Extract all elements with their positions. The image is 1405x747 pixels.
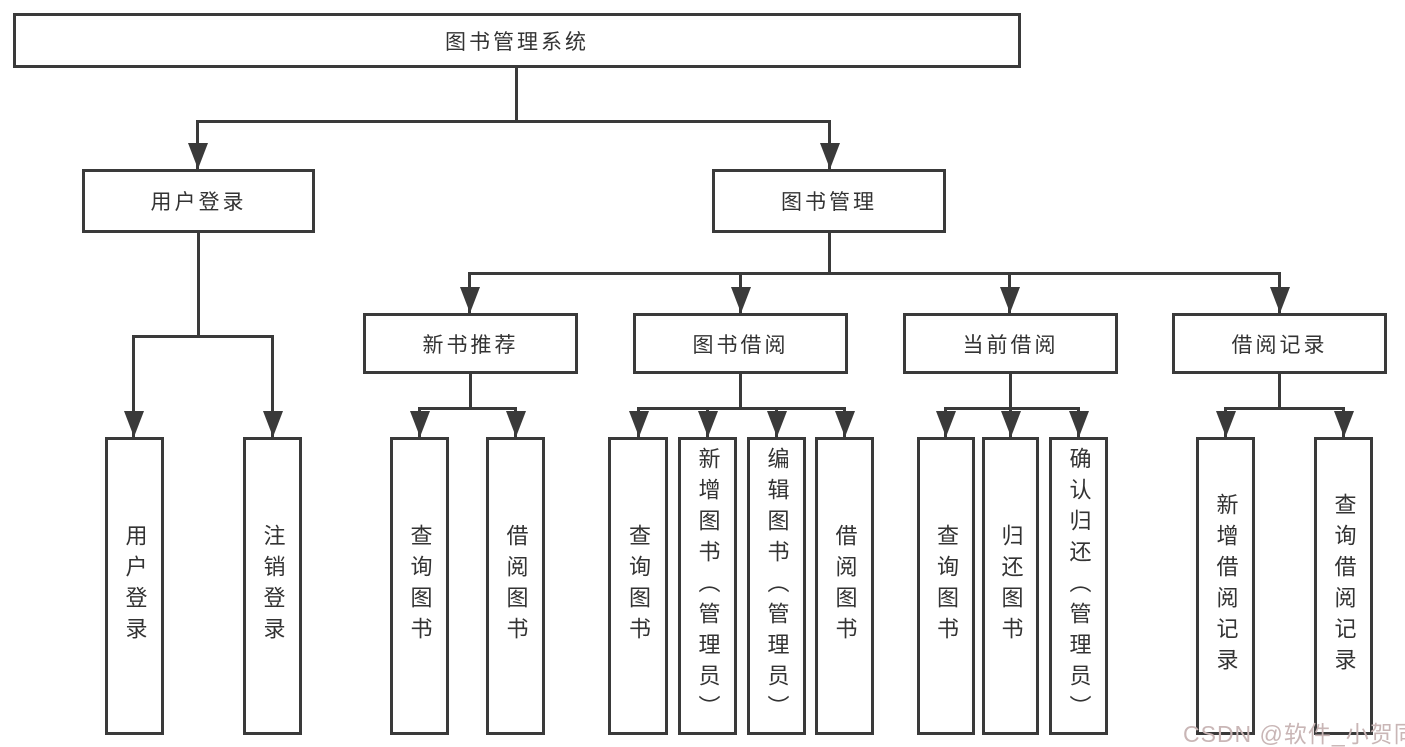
node-label: 图书管理 (781, 191, 877, 214)
node-label: 注销登录 (260, 524, 286, 648)
connector-line (469, 374, 472, 408)
leaf-query-books-recommend: 查询图书 (390, 437, 449, 735)
node-book-management: 图书管理 (712, 169, 946, 233)
node-user-login: 用户登录 (82, 169, 315, 233)
arrow-down-icon (418, 407, 421, 437)
connector-line (470, 272, 1280, 275)
leaf-edit-books-admin: 编辑图书（管理员） (747, 437, 806, 735)
leaf-user-login: 用户登录 (105, 437, 164, 735)
node-book-borrowing: 图书借阅 (633, 313, 848, 374)
node-library-management-system: 图书管理系统 (13, 13, 1021, 68)
node-label: 归还图书 (998, 524, 1024, 648)
arrow-down-icon (1009, 407, 1012, 437)
node-label: 新增借阅记录 (1213, 493, 1239, 679)
node-label: 借阅记录 (1231, 333, 1328, 357)
leaf-add-books-admin: 新增图书（管理员） (678, 437, 737, 735)
arrow-down-icon (1342, 407, 1345, 437)
leaf-borrow-books-recommend: 借阅图书 (486, 437, 545, 735)
arrow-down-icon (706, 407, 709, 437)
leaf-query-books-current: 查询图书 (917, 437, 975, 735)
connector-line (1225, 407, 1344, 410)
leaf-logout: 注销登录 (243, 437, 302, 735)
leaf-borrow-books: 借阅图书 (815, 437, 874, 735)
arrow-down-icon (775, 407, 778, 437)
node-label: 编辑图书（管理员） (764, 446, 790, 726)
node-label: 确认归还（管理员） (1066, 446, 1092, 726)
node-label: 查询图书 (407, 524, 433, 648)
connector-line (133, 335, 274, 338)
arrow-down-icon (944, 407, 947, 437)
connector-line (946, 407, 1079, 410)
leaf-add-borrow-record: 新增借阅记录 (1196, 437, 1255, 735)
node-label: 查询图书 (626, 524, 651, 648)
node-label: 借阅图书 (503, 524, 529, 648)
node-new-book-recommend: 新书推荐 (363, 313, 578, 374)
node-current-borrowing: 当前借阅 (903, 313, 1118, 374)
node-label: 查询图书 (934, 524, 959, 648)
arrow-down-icon (1008, 272, 1011, 313)
arrow-down-icon (843, 407, 846, 437)
arrow-down-icon (196, 120, 199, 169)
connector-line (419, 407, 516, 410)
connector-line (515, 68, 518, 121)
arrow-down-icon (132, 335, 135, 437)
node-label: 用户登录 (122, 524, 148, 648)
arrow-down-icon (271, 335, 274, 437)
arrow-down-icon (1224, 407, 1227, 437)
arrow-down-icon (739, 272, 742, 313)
arrow-down-icon (828, 120, 831, 169)
connector-line (1009, 374, 1012, 407)
connector-line (197, 120, 831, 123)
leaf-query-books-borrowing: 查询图书 (608, 437, 668, 735)
leaf-confirm-return-admin: 确认归还（管理员） (1049, 437, 1108, 735)
arrow-down-icon (637, 407, 640, 437)
node-label: 图书借阅 (692, 333, 789, 357)
arrow-down-icon (468, 272, 471, 313)
node-label: 当前借阅 (962, 333, 1059, 357)
node-label: 用户登录 (150, 191, 247, 214)
leaf-return-books: 归还图书 (982, 437, 1039, 735)
node-label: 图书管理系统 (445, 30, 589, 54)
connector-line (828, 233, 831, 273)
connector-line (739, 374, 742, 407)
csdn-watermark: CSDN @软件_小贺同学 (1183, 721, 1405, 747)
arrow-down-icon (1077, 407, 1080, 437)
leaf-query-borrow-record: 查询借阅记录 (1314, 437, 1373, 735)
node-borrowing-records: 借阅记录 (1172, 313, 1387, 374)
node-label: 查询借阅记录 (1331, 493, 1357, 679)
node-label: 新增图书（管理员） (695, 446, 721, 726)
connector-line (1278, 374, 1281, 407)
arrow-down-icon (1278, 272, 1281, 313)
arrow-down-icon (514, 407, 517, 437)
connector-line (638, 407, 845, 410)
connector-line (197, 233, 200, 336)
node-label: 借阅图书 (832, 524, 858, 648)
node-label: 新书推荐 (422, 333, 519, 357)
